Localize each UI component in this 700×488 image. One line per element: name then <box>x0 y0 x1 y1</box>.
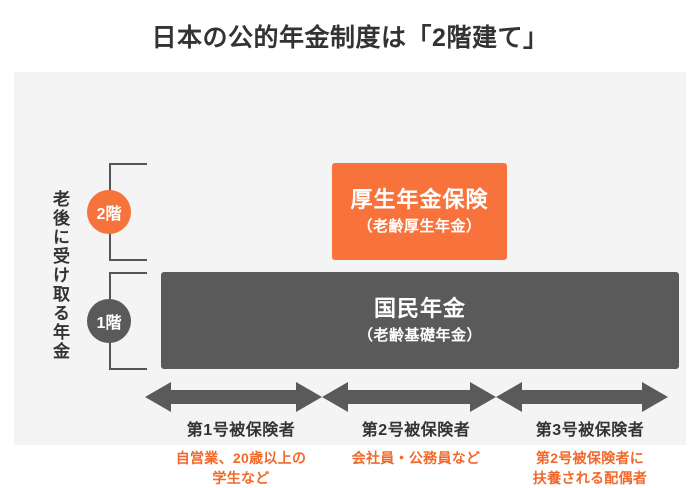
double-arrow-icon-category-1 <box>145 382 322 412</box>
page-title: 日本の公的年金制度は「2階建て」 <box>151 24 549 52</box>
category-insured-type-3-title: 第3号被保険者 <box>535 422 645 439</box>
category-insured-type-3-desc: 第2号被保険者に扶養される配偶者 <box>532 449 648 486</box>
category-insured-type-2-title: 第2号被保険者 <box>361 422 471 439</box>
floor-badge-2: 2階 <box>87 190 131 234</box>
tier-box-national-pension-title: 国民年金 <box>373 295 466 321</box>
diagram-panel: 老後に受け取る年金 2階 1階 厚生年金保険 （老齢厚生年金） 国民年金 （老齢… <box>14 72 686 486</box>
tier-box-national-pension: 国民年金 （老齢基礎年金） <box>161 272 679 369</box>
category-insured-type-1-desc: 自営業、20歳以上の学生など <box>175 449 307 486</box>
side-label-pension-after-retirement: 老後に受け取る年金 <box>50 189 69 361</box>
category-insured-type-1: 第1号被保険者 自営業、20歳以上の学生など <box>145 420 337 488</box>
tier-box-employees-pension: 厚生年金保険 （老齢厚生年金） <box>332 163 507 260</box>
tier-box-employees-pension-subtitle: （老齢厚生年金） <box>357 218 482 236</box>
double-arrow-icon-category-2 <box>322 382 496 412</box>
tier-box-employees-pension-title: 厚生年金保険 <box>350 186 489 212</box>
coverage-arrows-row <box>14 380 686 414</box>
double-arrow-icon-category-3 <box>496 382 668 412</box>
floor-badge-1: 1階 <box>87 299 131 343</box>
tier-box-national-pension-subtitle: （老齢基礎年金） <box>357 327 482 345</box>
category-insured-type-1-title: 第1号被保険者 <box>186 422 296 439</box>
category-insured-type-2: 第2号被保険者 会社員・公務員など <box>322 420 510 468</box>
category-insured-type-3: 第3号被保険者 第2号被保険者に扶養される配偶者 <box>496 420 684 488</box>
category-insured-type-2-desc: 会社員・公務員など <box>351 449 481 466</box>
